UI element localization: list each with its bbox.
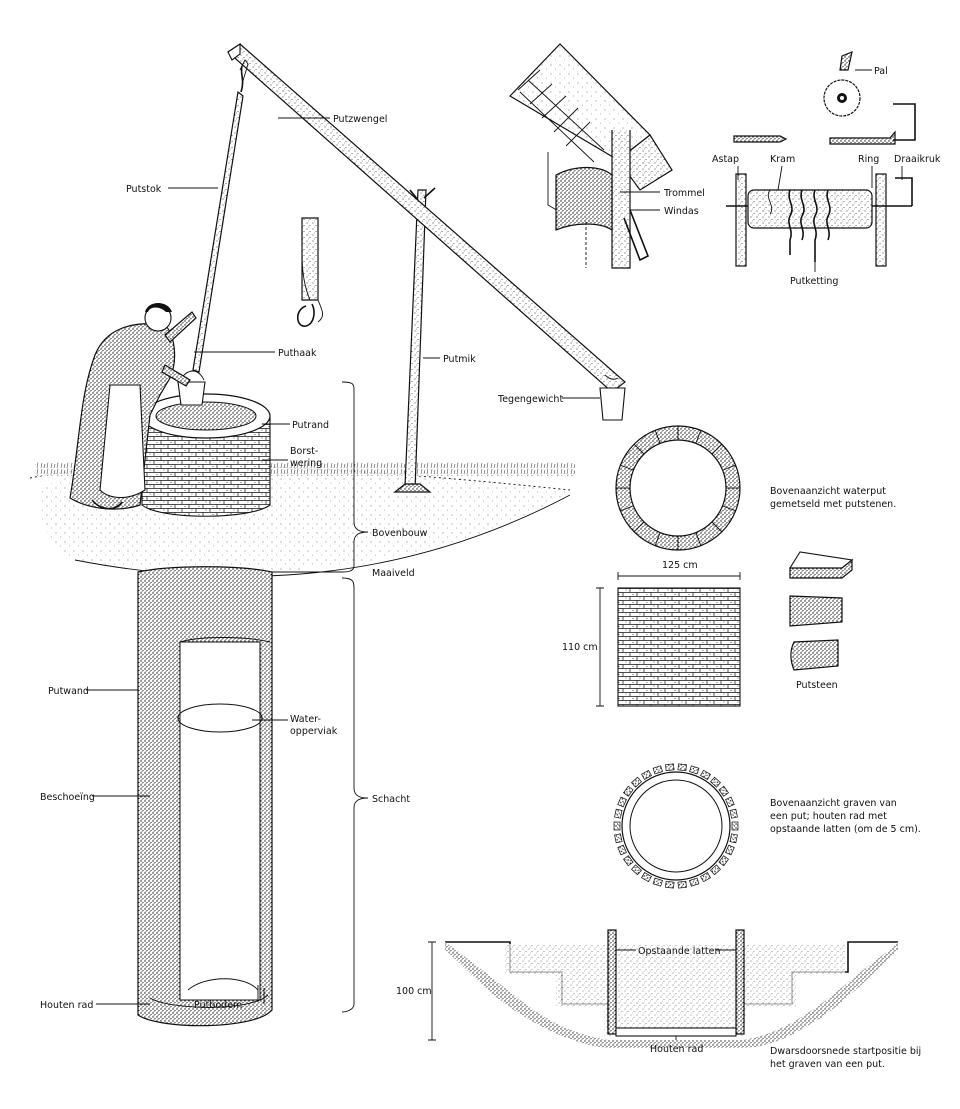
slat <box>652 877 663 887</box>
caption-section-2: het graven van een put. <box>770 1059 885 1070</box>
slat <box>613 821 621 831</box>
slat <box>631 864 642 876</box>
sweep-beam <box>227 42 626 393</box>
windlass-assembly <box>726 173 913 267</box>
slat <box>725 844 735 856</box>
label-wateroppervlak-2: opperviak <box>290 726 338 737</box>
slat <box>623 785 634 797</box>
label-astap: Astap <box>712 154 739 165</box>
bracket-schacht <box>341 577 369 1013</box>
slat <box>665 880 675 889</box>
caption-slats-3: opstaande latten (om de 5 cm). <box>770 824 921 835</box>
label-windas: Windas <box>664 206 699 217</box>
caption-slats-2: een put; houten rad met <box>770 811 887 822</box>
label-putketting: Putketting <box>790 276 838 287</box>
dim-110: 110 cm <box>562 642 598 653</box>
label-putsteen: Putsteen <box>796 680 838 691</box>
slat <box>677 763 687 772</box>
well-shaft <box>137 566 273 1027</box>
label-beschoeing: Beschoeïng <box>40 792 95 803</box>
slat <box>729 833 738 844</box>
slat <box>617 844 627 856</box>
cross-section <box>428 929 898 1048</box>
label-putstok: Putstok <box>126 184 162 195</box>
label-kram: Kram <box>770 154 795 165</box>
slat <box>677 880 687 889</box>
label-maaiveld: Maaiveld <box>372 568 415 579</box>
leader-lines <box>86 117 600 1005</box>
slat <box>689 765 700 775</box>
slat <box>641 872 652 883</box>
slat <box>652 765 663 775</box>
windlass-parts <box>733 51 916 145</box>
label-putwand: Putwand <box>48 686 89 697</box>
counterweight <box>599 374 626 421</box>
slat <box>731 821 739 831</box>
text-labels: Putzwengel Putstok Puthaak Putmik Tegeng… <box>40 66 941 1070</box>
slat <box>614 808 623 819</box>
label-houten-rad-left: Houten rad <box>40 1000 93 1011</box>
slat <box>614 833 623 844</box>
label-houten-rad-bottom: Houten rad <box>650 1044 703 1055</box>
label-tegengewicht: Tegengewicht <box>497 394 563 405</box>
brick-parapet <box>141 393 271 517</box>
brick-wall-elevation <box>596 572 741 707</box>
woman-figure <box>69 303 197 510</box>
label-trommel: Trommel <box>663 188 705 199</box>
label-draaikruk: Draaikruk <box>894 154 941 165</box>
well-pole <box>192 59 249 373</box>
slat <box>631 776 642 788</box>
slat <box>710 776 721 788</box>
dim-125: 125 cm <box>662 560 698 571</box>
label-borstwering-2: wering <box>290 458 322 469</box>
label-bovenbouw: Bovenbouw <box>372 528 428 539</box>
putsteen-bricks <box>789 551 854 671</box>
windlass-housing <box>509 43 673 269</box>
slat <box>700 769 711 780</box>
caption-section-1: Dwarsdoorsnede startpositie bij <box>770 1046 921 1057</box>
slat <box>725 796 735 808</box>
caption-brick-top-2: gemetseld met putstenen. <box>770 499 896 510</box>
slat <box>729 808 738 819</box>
label-ring: Ring <box>858 154 879 165</box>
slat <box>718 855 729 867</box>
label-putrand: Putrand <box>292 420 329 431</box>
well-post <box>393 187 436 493</box>
label-putbodem: Putbodem <box>194 1000 242 1011</box>
slat <box>718 785 729 797</box>
label-pal: Pal <box>874 66 888 77</box>
slat <box>665 763 675 772</box>
slat <box>641 769 652 780</box>
slat <box>700 872 711 883</box>
label-putmik: Putmik <box>443 354 476 365</box>
slat <box>623 855 634 867</box>
dim-100: 100 cm <box>396 986 432 997</box>
slat <box>710 864 721 876</box>
brick-ring-top-view <box>615 425 741 551</box>
bracket-bovenbouw <box>341 381 369 573</box>
caption-slats-1: Bovenaanzicht graven van <box>770 798 897 809</box>
slat-ring-top-view <box>613 763 739 889</box>
label-opstaande-latten: Opstaande latten <box>638 946 721 957</box>
label-putzwengel: Putzwengel <box>333 114 387 125</box>
windlass-leaders <box>620 69 903 272</box>
label-schacht: Schacht <box>372 794 410 805</box>
slat <box>617 796 627 808</box>
label-borstwering-1: Borst- <box>290 446 318 457</box>
slat <box>689 877 700 887</box>
label-puthaak: Puthaak <box>278 348 317 359</box>
water-surface <box>177 703 263 733</box>
hook-detail <box>296 217 324 327</box>
caption-brick-top-1: Bovenaanzicht waterput <box>770 486 886 497</box>
label-wateroppervlak-1: Water- <box>290 714 321 725</box>
